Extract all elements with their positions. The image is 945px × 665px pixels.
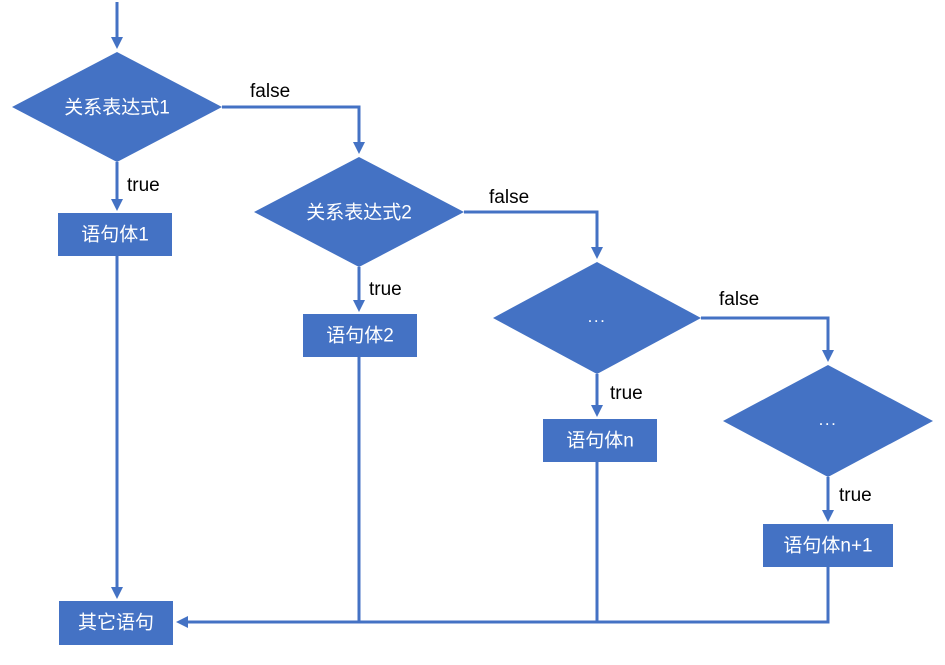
statement-1-box [58, 213, 172, 256]
edge-d3-false [701, 316, 834, 362]
statement-n-box [543, 419, 657, 462]
edge-label-d2-true: true [369, 279, 402, 300]
decision-2-diamond [254, 157, 464, 267]
decision-3-label: ... [588, 307, 607, 326]
edge-r4-to-end [176, 567, 830, 628]
edge-d1-false [222, 105, 365, 154]
decision-1-label: 关系表达式1 [64, 97, 170, 119]
statement-n1-label: 语句体n+1 [783, 535, 872, 557]
statement-1-label: 语句体1 [81, 224, 149, 246]
decision-4-label: ... [819, 410, 838, 429]
statement-2-box [303, 314, 417, 357]
edge-d2-false [464, 210, 603, 259]
edge-label-d2-false: false [489, 187, 529, 208]
statement-2-label: 语句体2 [326, 325, 394, 347]
decision-4-diamond [723, 365, 933, 477]
statement-n1-box [763, 524, 893, 567]
decision-1-diamond [12, 52, 222, 162]
other-statement-box [59, 601, 173, 645]
decision-3-diamond [493, 262, 701, 374]
other-statement-label: 其它语句 [78, 612, 154, 634]
statement-n-label: 语句体n [566, 430, 634, 452]
flow-edges [111, 2, 834, 628]
edge-label-d3-true: true [610, 383, 643, 404]
decision-2-label: 关系表达式2 [306, 202, 412, 224]
edge-label-d3-false: false [719, 289, 759, 310]
edge-labels: false true false true false true true [127, 81, 872, 506]
flow-nodes: 关系表达式1 关系表达式2 ... ... 语句体1 语句体2 语句体n 语句体… [12, 52, 933, 645]
edge-label-d4-true: true [839, 485, 872, 506]
edge-label-d1-false: false [250, 81, 290, 102]
edge-label-d1-true: true [127, 175, 160, 196]
